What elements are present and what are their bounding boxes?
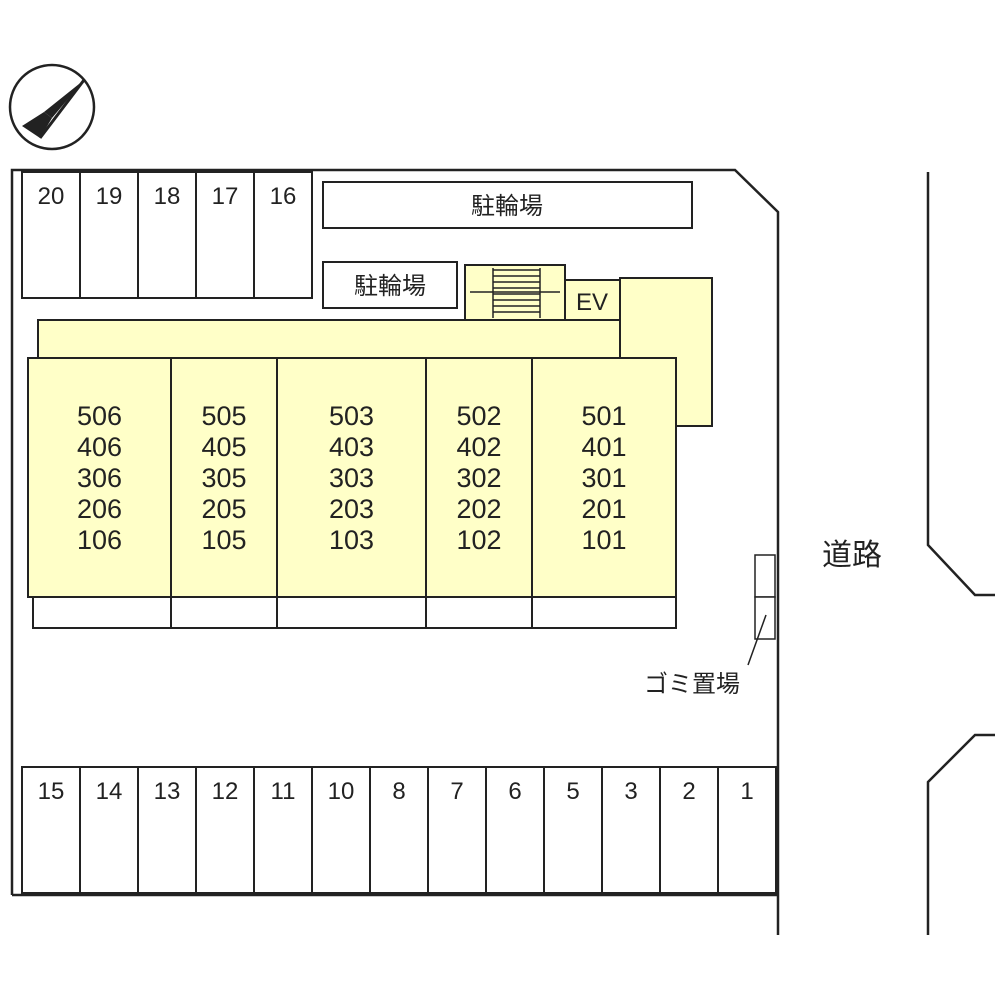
north-arrow-icon [44,80,84,118]
unit-number: 205 [201,494,246,524]
unit-number: 105 [201,525,246,555]
road-edge-bottom [926,733,995,935]
parking-stall [253,766,313,894]
parking-bottom: 15 14 13 12 11 10 8 7 6 5 3 2 1 [21,766,777,894]
parking-stall [659,766,719,894]
unit-column [276,357,427,598]
unit-number: 305 [201,463,246,493]
road-label: 道路 [822,539,882,572]
unit-column [425,357,533,598]
compass-circle [8,63,96,151]
parking-stall [137,766,197,894]
unit-column [531,357,677,598]
unit-number: 505 [201,401,246,431]
garbage-label: ゴミ置場 [644,671,740,698]
bike-parking-1 [322,181,693,229]
stairs-icon [470,268,560,318]
parking-stall-number: 11 [271,778,296,805]
unit-number: 201 [581,494,626,524]
parking-stall [195,171,255,299]
bike-parking-2 [322,261,458,309]
parking-stall-number: 7 [450,778,463,805]
garbage-box-top [754,554,776,598]
parking-stall [21,766,81,894]
parking-stall-number: 5 [566,778,579,805]
unit-number: 103 [329,525,374,555]
parking-stall-number: 19 [96,183,123,210]
parking-stall [717,766,777,894]
balcony [425,596,533,629]
unit-number: 106 [77,525,122,555]
elevator-label: EV [576,289,608,316]
bike-parking-2-label: 駐輪場 [354,273,426,300]
unit-number: 502 [456,401,501,431]
unit-number: 501 [581,401,626,431]
unit-column [170,357,278,598]
site-boundary [10,168,780,935]
unit-columns: 5064063062061065054053052051055034033032… [27,357,677,629]
parking-stall [195,766,255,894]
unit-number: 503 [329,401,374,431]
parking-stall-number: 1 [740,778,753,805]
unit-number: 203 [329,494,374,524]
parking-stall-number: 15 [38,778,65,805]
parking-stall [601,766,661,894]
parking-stall [253,171,313,299]
corridor [37,319,679,361]
parking-stall-number: 16 [270,183,297,210]
garbage-leader-line [747,614,767,666]
unit-column [27,357,172,598]
parking-stall [21,171,81,299]
parking-stall [79,171,139,299]
parking-stall-number: 14 [96,778,123,805]
road-edge-top [926,172,995,597]
parking-stall-number: 2 [682,778,695,805]
parking-stall [369,766,429,894]
unit-number: 302 [456,463,501,493]
balcony [276,596,427,629]
compass [8,63,96,151]
parking-stall-number: 3 [624,778,637,805]
parking-stall [427,766,487,894]
unit-number: 402 [456,432,501,462]
parking-top: 20 19 18 17 16 [21,171,313,299]
unit-number: 306 [77,463,122,493]
parking-stall-number: 10 [328,778,355,805]
unit-number: 506 [77,401,122,431]
parking-stall-number: 17 [212,183,239,210]
unit-number: 403 [329,432,374,462]
parking-stall-number: 8 [392,778,405,805]
unit-number: 206 [77,494,122,524]
north-arrow-shaft [38,79,86,139]
parking-stall [79,766,139,894]
balcony [531,596,677,629]
unit-number: 405 [201,432,246,462]
bike-parking-1-label: 駐輪場 [471,193,543,220]
balcony [170,596,278,629]
unit-number: 202 [456,494,501,524]
unit-number: 303 [329,463,374,493]
elevator-box [564,279,621,321]
north-arrow-tail-icon [22,112,52,138]
unit-number: 406 [77,432,122,462]
parking-stall-number: 6 [508,778,521,805]
unit-number: 301 [581,463,626,493]
unit-number: 101 [581,525,626,555]
unit-number: 102 [456,525,501,555]
parking-stall-number: 20 [38,183,65,210]
parking-stall-number: 12 [212,778,239,805]
parking-stall-number: 18 [154,183,181,210]
unit-number: 401 [581,432,626,462]
balcony [32,596,172,629]
parking-stall-number: 13 [154,778,181,805]
